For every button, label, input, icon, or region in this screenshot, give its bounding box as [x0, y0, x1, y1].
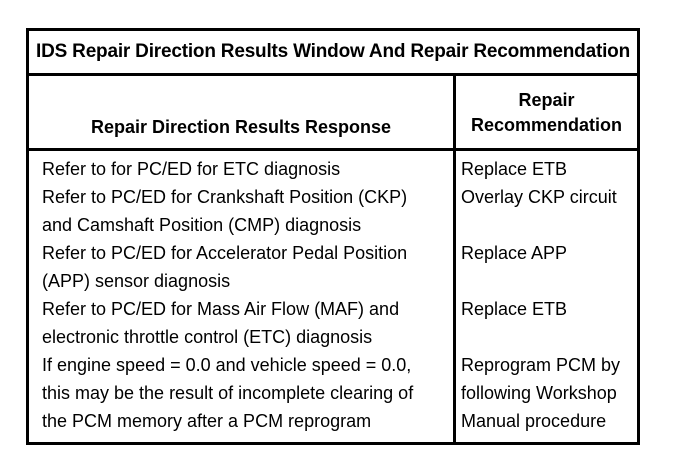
row-5-response-line-1: If engine speed = 0.0 and vehicle speed …: [42, 355, 412, 375]
row-5-recommendation-line-1: Reprogram PCM by: [461, 355, 621, 375]
column-divider: [453, 76, 456, 442]
row-2-response-line-2: and Camshaft Position (CMP) diagnosis: [42, 215, 362, 235]
header-recommendation: Repair Recommendation: [456, 76, 637, 148]
row-5-response: If engine speed = 0.0 and vehicle speed …: [42, 351, 447, 435]
header-recommendation-line-2: Recommendation: [470, 115, 623, 135]
table-body: Refer to for PC/ED for ETC diagnosis Rep…: [29, 151, 637, 442]
row-1-recommendation-line-1: Replace ETB: [461, 159, 568, 179]
row-4-recommendation-line-1: Replace ETB: [461, 299, 568, 319]
header-response: Repair Direction Results Response: [29, 76, 453, 148]
row-3-recommendation-line-1: Replace APP: [461, 243, 568, 263]
row-1-recommendation: Replace ETB: [461, 155, 631, 183]
row-5-response-line-3: the PCM memory after a PCM reprogram: [42, 411, 372, 431]
row-3-response-line-1: Refer to PC/ED for Accelerator Pedal Pos…: [42, 243, 408, 263]
row-1-response: Refer to for PC/ED for ETC diagnosis: [42, 155, 447, 183]
header-recommendation-line-1: Repair: [518, 90, 575, 110]
row-3-response-line-2: (APP) sensor diagnosis: [42, 271, 231, 291]
row-2-recommendation: Overlay CKP circuit: [461, 183, 631, 211]
row-2-response-line-1: Refer to PC/ED for Crankshaft Position (…: [42, 187, 408, 207]
repair-table: IDS Repair Direction Results Window And …: [26, 28, 640, 445]
table-title-text: IDS Repair Direction Results Window And …: [36, 41, 630, 62]
row-1-response-line-1: Refer to for PC/ED for ETC diagnosis: [42, 159, 341, 179]
row-4-response: Refer to PC/ED for Mass Air Flow (MAF) a…: [42, 295, 447, 351]
header-response-label: Repair Direction Results Response: [90, 117, 392, 137]
row-2-response: Refer to PC/ED for Crankshaft Position (…: [42, 183, 447, 239]
row-3-response: Refer to PC/ED for Accelerator Pedal Pos…: [42, 239, 447, 295]
row-4-response-line-2: electronic throttle control (ETC) diagno…: [42, 327, 373, 347]
row-3-recommendation: Replace APP: [461, 239, 631, 267]
row-5-recommendation-line-3: Manual procedure: [461, 411, 607, 431]
table-title: IDS Repair Direction Results Window And …: [29, 31, 637, 76]
row-5-recommendation: Reprogram PCM by following Workshop Manu…: [461, 351, 631, 435]
row-5-recommendation-line-2: following Workshop: [461, 383, 617, 403]
table-header-row: Repair Direction Results Response Repair…: [29, 76, 637, 151]
row-4-recommendation: Replace ETB: [461, 295, 631, 323]
row-4-response-line-1: Refer to PC/ED for Mass Air Flow (MAF) a…: [42, 299, 400, 319]
row-2-recommendation-line-1: Overlay CKP circuit: [461, 187, 617, 207]
row-5-response-line-2: this may be the result of incomplete cle…: [42, 383, 414, 403]
